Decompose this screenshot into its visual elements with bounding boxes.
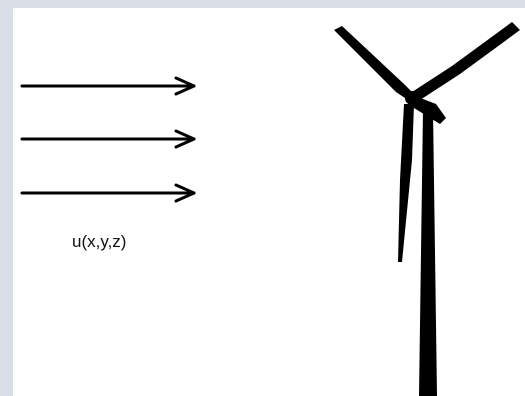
- diagram-panel: [13, 8, 525, 396]
- wind-turbine: [334, 22, 520, 396]
- turbine-nacelle: [410, 94, 446, 124]
- turbine-blade: [412, 22, 520, 100]
- turbine-hub: [405, 91, 419, 105]
- wind-arrows: [20, 76, 196, 203]
- wind-arrow: [20, 76, 196, 96]
- wind-arrow: [20, 183, 196, 203]
- wind-arrow: [20, 129, 196, 149]
- velocity-label: u(x,y,z): [72, 232, 127, 251]
- turbine-blade: [334, 26, 414, 100]
- turbine-blade: [398, 104, 414, 262]
- turbine-tower: [419, 110, 437, 396]
